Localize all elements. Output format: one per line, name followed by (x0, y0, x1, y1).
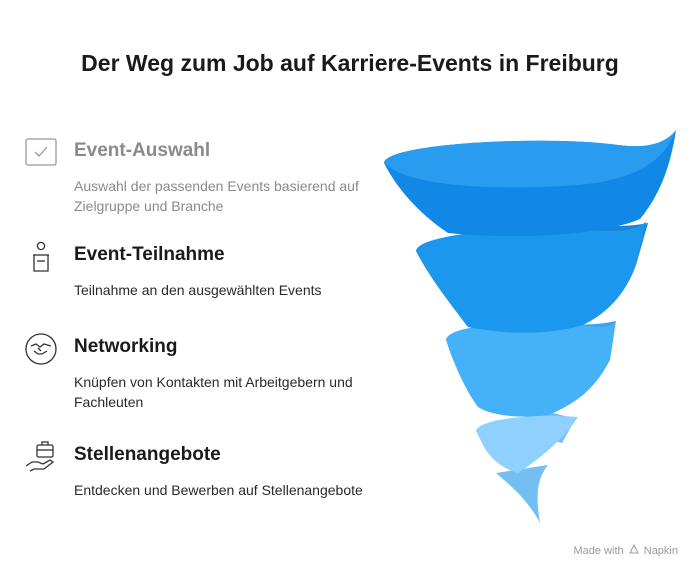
step-heading: Networking (74, 336, 178, 357)
checkbox-icon (24, 136, 58, 170)
funnel-level-2 (416, 221, 646, 333)
step-heading: Stellenangebote (74, 444, 221, 465)
funnel-rim (384, 130, 676, 188)
spiral-funnel-graphic (384, 130, 676, 523)
briefcase-hand-icon (24, 440, 58, 474)
funnel-level-4 (476, 415, 578, 473)
person-podium-icon (24, 240, 58, 274)
page-title: Der Weg zum Job auf Karriere-Events in F… (81, 50, 619, 76)
step-heading: Event-Auswahl (74, 140, 211, 161)
step-description: Teilnahme an den ausgewählten Events (74, 282, 322, 298)
handshake-icon (24, 332, 58, 366)
step-description: Entdecken und Bewerben auf Stellenangebo… (74, 482, 363, 498)
step-description: Auswahl der passenden Events basierend a… (74, 178, 359, 214)
step-description: Knüpfen von Kontakten mit Arbeitgebern u… (74, 374, 353, 410)
watermark-prefix: Made with (573, 545, 624, 557)
funnel-tip (496, 465, 548, 523)
watermark-brand: Napkin (643, 545, 678, 557)
funnel-level-3 (446, 321, 616, 417)
step-heading: Event-Teilnahme (74, 244, 225, 265)
napkin-logo-icon (628, 543, 639, 557)
watermark: Made with Napkin (573, 543, 678, 557)
